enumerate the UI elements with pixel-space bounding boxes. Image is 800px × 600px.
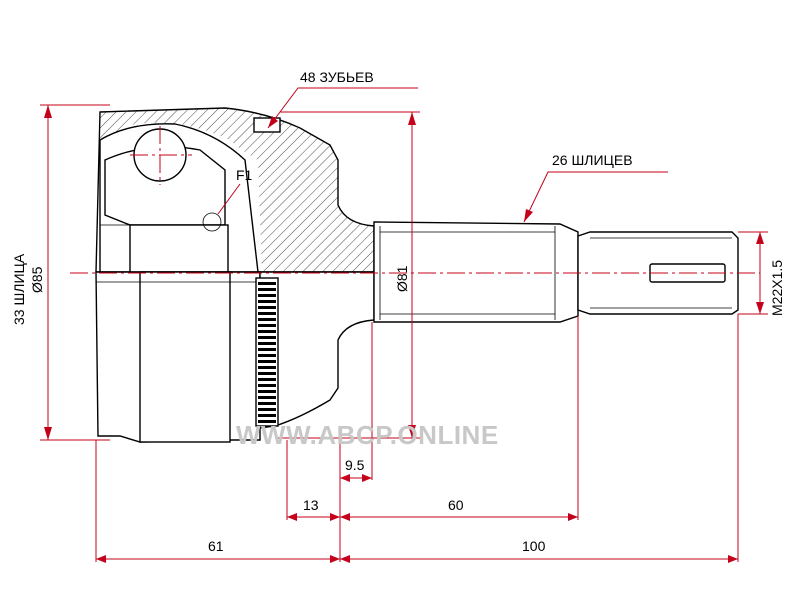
abs-tooth: [258, 282, 276, 285]
abs-tooth: [258, 348, 276, 351]
housing-hatch: [100, 108, 374, 272]
abs-tooth: [258, 300, 276, 303]
abs-tooth: [258, 414, 276, 417]
abs-tooth: [258, 342, 276, 345]
dim-13: 13: [303, 497, 319, 513]
label-splines-inner: 33 ШЛИЦА: [11, 253, 27, 325]
abs-tooth: [258, 396, 276, 399]
label-thread: M22X1.5: [769, 260, 785, 316]
dim-100: 100: [522, 538, 546, 554]
watermark: WWW.ABCP.ONLINE: [236, 420, 499, 450]
abs-tooth: [258, 384, 276, 387]
dim-60: 60: [448, 497, 464, 513]
dimension-lines: [40, 87, 768, 563]
label-splines-outer: 26 ШЛИЦЕВ: [552, 152, 633, 168]
abs-tooth: [258, 318, 276, 321]
abs-tooth: [258, 372, 276, 375]
label-dia-inner: Ø85: [29, 266, 45, 293]
label-teeth: 48 ЗУБЬЕВ: [300, 69, 374, 85]
abs-tooth: [258, 288, 276, 291]
inner-bore-upper: [129, 224, 229, 273]
abs-ring: [255, 277, 279, 427]
inner-race-lower: [139, 271, 231, 443]
abs-tooth: [258, 306, 276, 309]
joint-body: [95, 107, 739, 443]
abs-tooth: [258, 354, 276, 357]
f1-circle: [202, 212, 222, 232]
abs-tooth: [258, 294, 276, 297]
abs-tooth: [258, 336, 276, 339]
abs-tooth: [258, 390, 276, 393]
abs-tooth: [258, 402, 276, 405]
label-f1: F1: [236, 167, 253, 183]
label-dia-abs: Ø81: [394, 265, 410, 292]
abs-tooth: [258, 378, 276, 381]
abs-tooth: [258, 330, 276, 333]
dim-9-5: 9.5: [345, 457, 365, 473]
abs-tooth: [258, 408, 276, 411]
abs-tooth: [258, 324, 276, 327]
abs-tooth: [258, 420, 276, 423]
abs-tooth: [258, 366, 276, 369]
dim-61: 61: [208, 538, 224, 554]
abs-tooth: [258, 312, 276, 315]
abs-tooth: [258, 360, 276, 363]
